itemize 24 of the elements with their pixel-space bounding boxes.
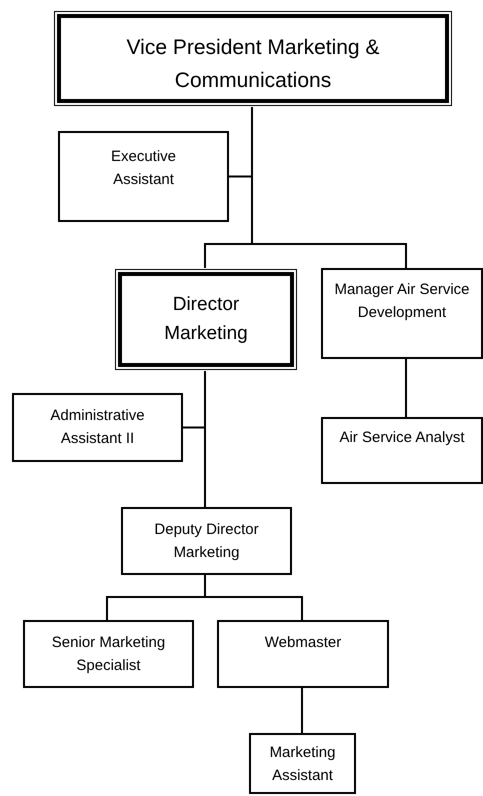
position-box <box>58 131 229 222</box>
position-box <box>57 14 449 103</box>
position-box <box>121 507 292 575</box>
position-title: Administrative Assistant II <box>49 406 146 450</box>
position-title: Deputy Director Marketing <box>153 520 260 564</box>
position-box <box>249 733 356 794</box>
position-title: Senior Marketing Specialist <box>50 633 166 676</box>
position-title: Marketing Assistant <box>268 743 336 786</box>
position-title: Director Marketing <box>163 293 249 346</box>
position-box <box>12 393 183 462</box>
connector-line <box>301 688 303 733</box>
position-box <box>321 417 483 484</box>
position-title: Webmaster <box>264 633 342 653</box>
position-title: Manager Air Service Development <box>333 280 471 324</box>
position-box <box>217 620 389 688</box>
position-box <box>23 620 194 688</box>
connector-line <box>251 107 407 268</box>
position-box <box>118 272 294 367</box>
connector-line <box>204 371 206 507</box>
connector-line <box>405 359 407 417</box>
position-title: Executive Assistant <box>110 147 178 190</box>
position-box <box>321 268 483 359</box>
position-title: Air Service Analyst <box>339 428 465 448</box>
position-title: Vice President Marketing & Communications <box>126 35 380 94</box>
